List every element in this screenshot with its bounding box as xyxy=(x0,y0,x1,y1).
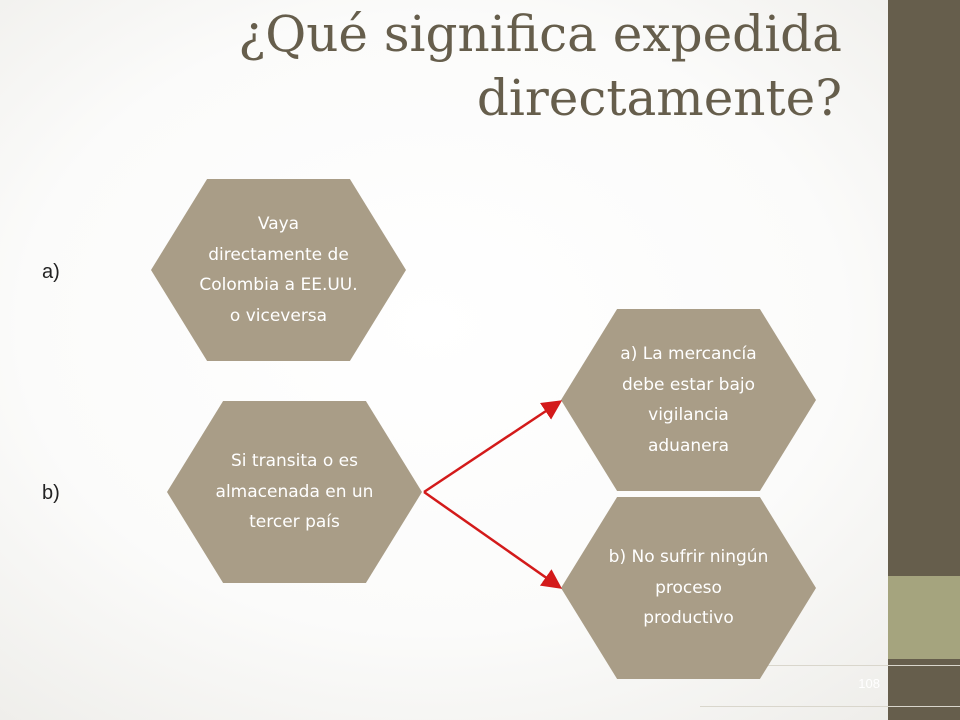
slide-title: ¿Qué significa expedida directamente? xyxy=(238,5,842,127)
page-number: 108 xyxy=(858,676,880,691)
hexagon-direct-shipment-text: Vaya directamente de Colombia a EE.UU. o… xyxy=(199,214,358,326)
sidebar-accent-block xyxy=(888,576,960,659)
label-b: b) xyxy=(42,482,60,504)
arrow-to-condition-b xyxy=(423,490,563,589)
hexagon-condition-customs-supervision-text: a) La mercancía debe estar bajo vigilanc… xyxy=(620,344,757,456)
footer-rule-top xyxy=(700,665,960,666)
hexagon-condition-no-processing-text: b) No sufrir ningún proceso productivo xyxy=(608,547,769,629)
hexagon-condition-customs-supervision: a) La mercancía debe estar bajo vigilanc… xyxy=(561,309,816,491)
hexagon-condition-no-processing: b) No sufrir ningún proceso productivo xyxy=(561,497,816,679)
hexagon-transit-third-country-text: Si transita o es almacenada en un tercer… xyxy=(215,451,374,533)
footer-rule-bottom xyxy=(700,706,960,707)
hexagon-direct-shipment: Vaya directamente de Colombia a EE.UU. o… xyxy=(151,179,406,361)
hexagon-transit-third-country: Si transita o es almacenada en un tercer… xyxy=(167,401,422,583)
arrow-to-condition-a xyxy=(423,400,563,494)
label-a: a) xyxy=(42,261,60,283)
